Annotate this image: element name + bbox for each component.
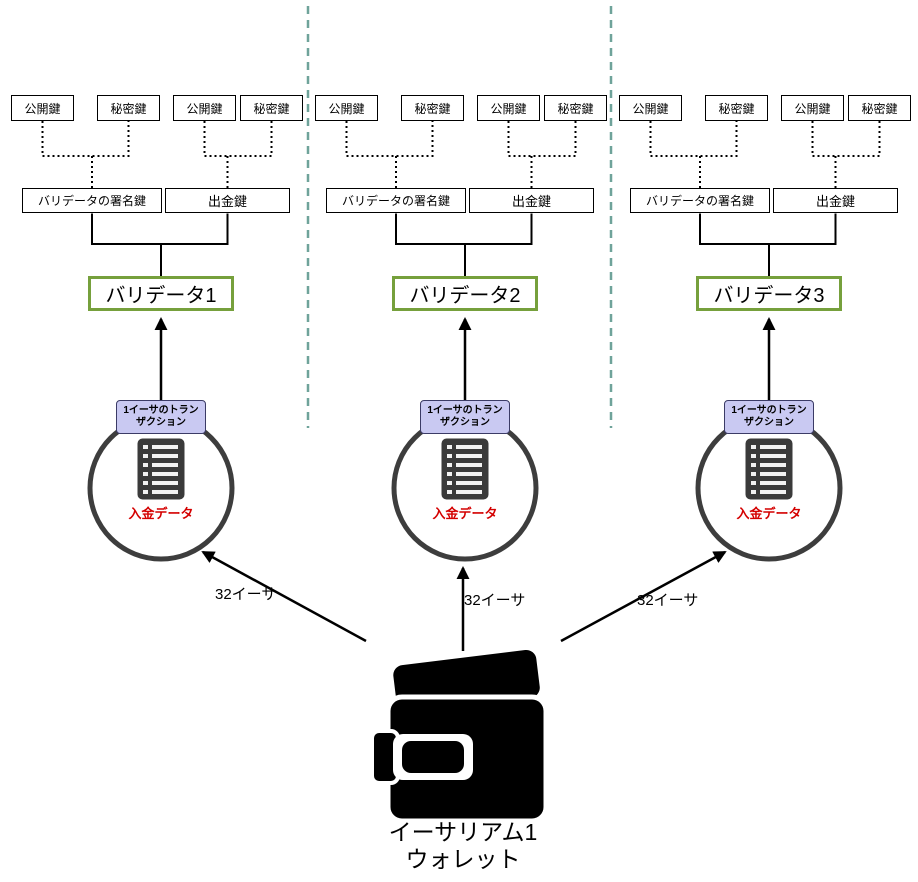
transaction-label-line1: 1イーサのトラン bbox=[731, 404, 807, 416]
wallet-icon bbox=[370, 649, 549, 824]
eth-amount-label: 32イーサ bbox=[637, 592, 699, 609]
dotted-key-connector bbox=[345, 121, 577, 188]
secret-key-box: 秘密鍵 bbox=[848, 95, 911, 121]
public-key-box: 公開鍵 bbox=[173, 95, 236, 121]
deposit-data-label: 入金データ bbox=[432, 506, 498, 521]
deposit-data-label: 入金データ bbox=[128, 506, 194, 521]
secret-key-box: 秘密鍵 bbox=[97, 95, 160, 121]
deposit-document-icon bbox=[441, 438, 489, 500]
transaction-label-line2: ザクション bbox=[136, 417, 186, 428]
validator-signing-key-box: バリデータの署名鍵 bbox=[326, 188, 466, 213]
withdrawal-key-box: 出金鍵 bbox=[773, 188, 898, 213]
validator-signing-key-box: バリデータの署名鍵 bbox=[630, 188, 770, 213]
wallet-arrow-left bbox=[201, 550, 367, 643]
transaction-label: 1イーサのトラン ザクション bbox=[724, 400, 814, 434]
transaction-label-line2: ザクション bbox=[440, 417, 490, 428]
public-key-box: 公開鍵 bbox=[315, 95, 378, 121]
public-key-box: 公開鍵 bbox=[11, 95, 74, 121]
transaction-label: 1イーサのトラン ザクション bbox=[116, 400, 206, 434]
secret-key-box: 秘密鍵 bbox=[401, 95, 464, 121]
wallet-label-line1: イーサリアム1 bbox=[388, 819, 538, 845]
validator-column-1: 公開鍵 秘密鍵 公開鍵 秘密鍵 バリデータの署名鍵 出金鍵 バリデータ1 1イー… bbox=[5, 0, 305, 640]
validator-box: バリデータ3 bbox=[696, 276, 842, 311]
deposit-data-label: 入金データ bbox=[736, 506, 802, 521]
deposit-document-icon bbox=[745, 438, 793, 500]
secret-key-box: 秘密鍵 bbox=[544, 95, 607, 121]
secret-key-box: 秘密鍵 bbox=[240, 95, 303, 121]
bracket-connector bbox=[699, 213, 837, 277]
deposit-document-icon bbox=[137, 438, 185, 500]
transaction-label-line1: 1イーサのトラン bbox=[123, 404, 199, 416]
wallet-label-line2: ウォレット bbox=[405, 846, 521, 873]
document-lines bbox=[447, 445, 482, 494]
validator-box: バリデータ2 bbox=[392, 276, 538, 311]
eth-amount-label: 32イーサ bbox=[215, 586, 277, 603]
document-lines bbox=[751, 445, 786, 494]
eth-amount-label: 32イーサ bbox=[464, 592, 526, 609]
dotted-key-connector bbox=[41, 121, 273, 188]
transaction-label-line1: 1イーサのトラン bbox=[427, 404, 503, 416]
public-key-box: 公開鍵 bbox=[619, 95, 682, 121]
validator-box: バリデータ1 bbox=[88, 276, 234, 311]
wallet-arrow-right bbox=[560, 550, 727, 643]
validator-signing-key-box: バリデータの署名鍵 bbox=[22, 188, 162, 213]
bracket-connector bbox=[395, 213, 533, 277]
validator-column-2: 公開鍵 秘密鍵 公開鍵 秘密鍵 バリデータの署名鍵 出金鍵 バリデータ2 1イー… bbox=[309, 0, 609, 640]
secret-key-box: 秘密鍵 bbox=[705, 95, 768, 121]
validator-column-3: 公開鍵 秘密鍵 公開鍵 秘密鍵 バリデータの署名鍵 出金鍵 バリデータ3 1イー… bbox=[613, 0, 913, 640]
withdrawal-key-box: 出金鍵 bbox=[469, 188, 594, 213]
dotted-key-connector bbox=[649, 121, 881, 188]
wallet-label: イーサリアム1 ウォレット bbox=[333, 819, 593, 873]
public-key-box: 公開鍵 bbox=[781, 95, 844, 121]
transaction-label: 1イーサのトラン ザクション bbox=[420, 400, 510, 434]
bracket-connector bbox=[91, 213, 229, 277]
transaction-label-line2: ザクション bbox=[744, 417, 794, 428]
public-key-box: 公開鍵 bbox=[477, 95, 540, 121]
document-lines bbox=[143, 445, 178, 494]
withdrawal-key-box: 出金鍵 bbox=[165, 188, 290, 213]
